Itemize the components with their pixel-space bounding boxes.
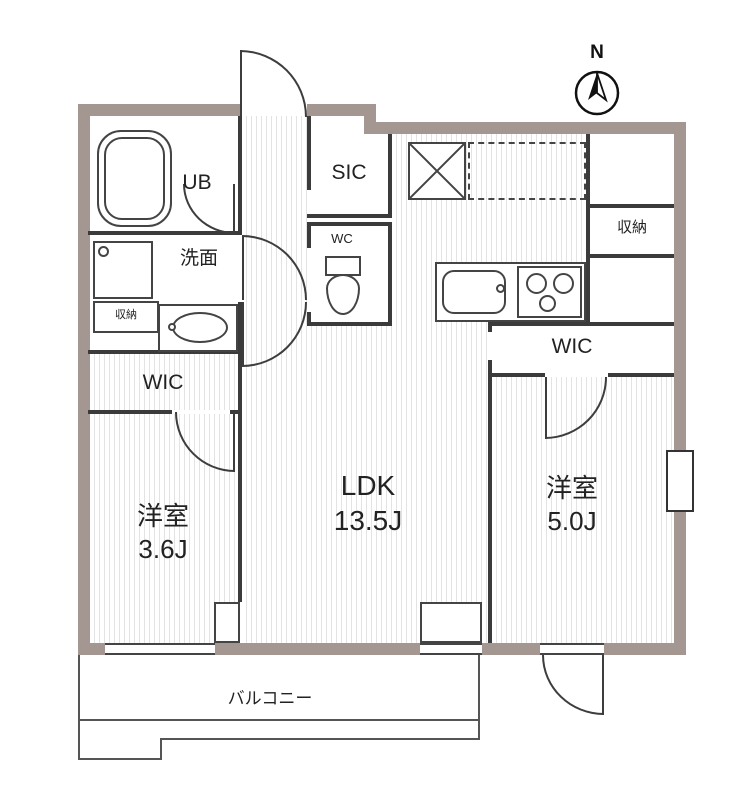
window-room-left [105, 643, 215, 655]
wall-bottom-d [604, 643, 686, 655]
ub-label: UB [182, 171, 212, 194]
washing-machine-drain-icon [98, 246, 109, 257]
bathtub-outer [97, 130, 172, 227]
wall-right [674, 122, 686, 655]
kitchen-sink [442, 270, 506, 314]
wic-right-label: WIC [551, 335, 593, 358]
wall-sic-left [307, 116, 311, 190]
wall-ldk-right-a [488, 322, 492, 332]
compass: N [567, 42, 627, 124]
compass-icon [574, 70, 620, 116]
wall-wc-top [307, 222, 392, 226]
wall-hall-left-b [238, 302, 242, 602]
wall-top-left [78, 104, 240, 116]
wall-ldk-right-b [488, 360, 492, 377]
balcony-step-connector [478, 721, 480, 740]
wall-sic-right [388, 134, 392, 218]
wall-storage-right-top [590, 204, 674, 208]
compass-north-label: N [590, 42, 604, 63]
window-ldk [420, 643, 482, 655]
balcony-label: バルコニー [227, 689, 313, 708]
room-right-name: 洋室 [545, 473, 598, 503]
wall-ldk-right-c [488, 377, 492, 643]
kitchen-faucet-icon [496, 284, 505, 293]
toilet-bowl [326, 274, 360, 315]
vanity-faucet-icon [168, 323, 176, 331]
wc-label: WC [331, 231, 353, 246]
wic-left-label: WIC [142, 371, 184, 394]
wall-storage-right-bottom [590, 254, 674, 258]
vanity-counter [158, 304, 238, 352]
room-right-size: 5.0J [547, 505, 597, 536]
stove [517, 266, 582, 318]
crossed-box-x-icon [410, 144, 464, 198]
vanity-basin [172, 312, 228, 343]
wall-left [78, 104, 90, 655]
toilet-tank [325, 256, 361, 276]
wall-wc-left-b [307, 312, 311, 326]
stove-burner-1 [526, 273, 547, 294]
sic-label: SIC [331, 161, 367, 184]
wall-washroom-wic [88, 350, 242, 354]
wall-wc-left-a [307, 222, 311, 248]
ldk-name: LDK [340, 470, 396, 501]
wall-sic-bottom [307, 214, 392, 218]
wall-bottom-b [215, 643, 420, 655]
washing-machine [93, 241, 153, 299]
wall-bottom-c [482, 643, 540, 655]
stove-burner-3 [539, 295, 556, 312]
balcony-outline [78, 655, 480, 721]
ldk-size: 13.5J [333, 505, 403, 536]
room-left-label: 洋室 3.6J [88, 500, 238, 565]
window-room-right [540, 643, 604, 655]
wall-wic-room-b [230, 410, 242, 414]
wall-bottom-a [78, 643, 105, 655]
door-leaf-room-left [214, 602, 240, 643]
ldk-label: LDK 13.5J [280, 468, 456, 538]
entrance-door-arc [240, 50, 307, 117]
door-leaf-ldk-balcony [420, 602, 482, 643]
storage-small-label: 収納 [115, 309, 137, 321]
bathtub-inner [104, 137, 165, 220]
wall-wic-room-a [88, 410, 172, 414]
balcony-step-1 [78, 721, 160, 760]
refrigerator-space [468, 142, 586, 200]
wall-wic-right-bottom-a [488, 373, 545, 377]
wall-wc-bottom [307, 322, 392, 326]
right-wall-window [666, 450, 694, 512]
wall-bath-washroom [88, 231, 242, 235]
balcony-door-arc [542, 655, 604, 715]
balcony-step-2 [160, 738, 480, 760]
wall-wc-right [388, 222, 392, 326]
ldk-floor [307, 326, 488, 643]
wall-kitchen-right [586, 134, 590, 326]
room-right-label: 洋室 5.0J [492, 472, 652, 537]
room-left-size: 3.6J [138, 533, 188, 564]
washroom-label: 洗面 [179, 248, 218, 269]
storage-right-label: 収納 [616, 219, 647, 236]
room-left-name: 洋室 [136, 501, 189, 531]
hallway-floor [242, 116, 307, 643]
wic-left-floor [90, 354, 238, 410]
wall-hall-left-a [238, 116, 242, 231]
stove-burner-2 [553, 273, 574, 294]
wall-wic-right-bottom-b [608, 373, 674, 377]
wall-wic-right-top [488, 322, 674, 326]
wall-top-right [364, 122, 686, 134]
crossed-box [408, 142, 466, 200]
wall-top-mid [307, 104, 376, 116]
